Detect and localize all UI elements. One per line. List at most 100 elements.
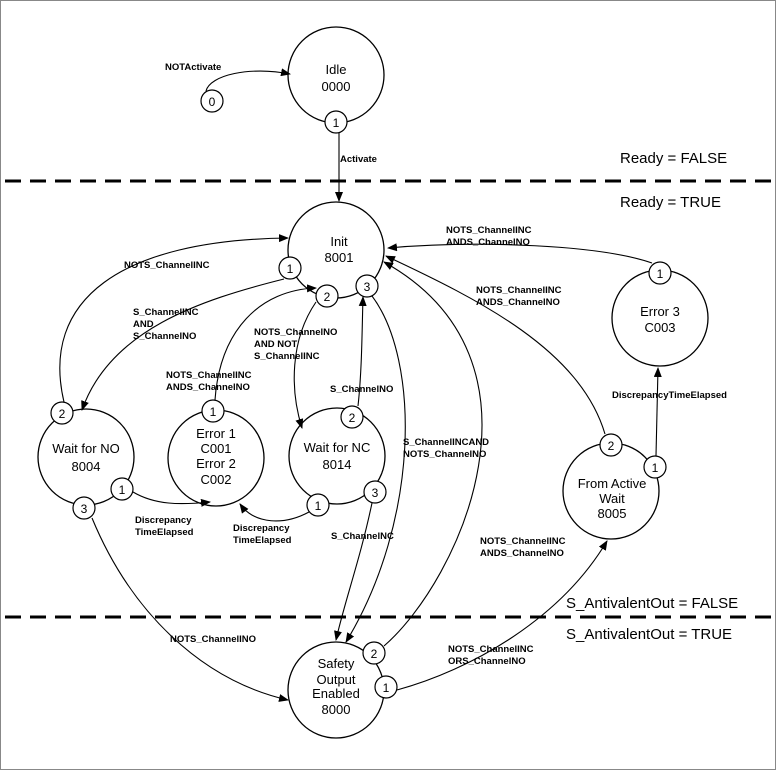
label-and: AND	[133, 319, 154, 330]
state-idle-name: Idle	[326, 62, 347, 77]
port-init-1: 1	[278, 256, 302, 280]
label-s-channelno: S_ChannelNO	[133, 331, 196, 342]
antivalent-false-label: S_AntivalentOut = FALSE	[566, 595, 738, 612]
state-wait-for-no-name: Wait for NO	[52, 441, 119, 456]
arrow-waitno-to-init	[59, 234, 289, 403]
state-error2-code: C002	[200, 472, 231, 487]
port-waitnc-1: 1	[306, 493, 330, 517]
label-nots-channelinc-error: NOTS_ChannelINC	[166, 370, 252, 381]
label-discrepancy-time-elapsed: DiscrepancyTimeElapsed	[612, 390, 727, 401]
state-safety-code: 8000	[322, 702, 351, 717]
arrow-waitnc-to-init	[357, 296, 367, 407]
state-init: Init 8001	[287, 201, 385, 299]
port-waitno-2-number: 2	[59, 407, 66, 421]
state-safety-line3: Enabled	[312, 686, 360, 701]
state-error1-name: Error 1	[196, 426, 236, 441]
label-s-channelnc: S_ChannelINC	[254, 351, 320, 362]
port-waitnc-3-number: 3	[372, 486, 379, 500]
label-ands-channelno-error: ANDS_ChannelNO	[166, 382, 250, 393]
port-fromactive-1-number: 1	[652, 461, 659, 475]
label-nots-channelino: NOTS_ChannelINO	[170, 634, 256, 645]
port-init-2-number: 2	[324, 290, 331, 304]
state-idle: Idle 0000	[287, 26, 385, 124]
port-waitno-3: 3	[72, 496, 96, 520]
arrow-init-to-waitnc	[293, 301, 317, 429]
state-from-active-line2: Wait	[599, 491, 625, 506]
port-fromactive-2-number: 2	[608, 439, 615, 453]
label-ors-channelno: ORS_ChannelNO	[448, 656, 526, 667]
state-from-active-code: 8005	[598, 506, 627, 521]
ready-true-label: Ready = TRUE	[620, 194, 721, 211]
port-init-3: 3	[355, 274, 379, 298]
state-safety-output-enabled: Safety Output Enabled 8000	[287, 641, 385, 739]
port-safety-2-number: 2	[371, 647, 378, 661]
label-mid-nots: NOTS_ChannelINC	[476, 285, 562, 296]
state-init-name: Init	[330, 234, 348, 249]
port-start: 0	[200, 89, 224, 113]
label-nots-channelno-2: NOTS_ChannelNO	[403, 449, 486, 460]
port-init-1-number: 1	[287, 262, 294, 276]
label-s-channelinc-and: S_ChannelINCAND	[403, 437, 489, 448]
port-safety-1-number: 1	[383, 681, 390, 695]
label-low-nots: NOTS_ChannelINC	[480, 536, 566, 547]
port-error3-1-number: 1	[657, 267, 664, 281]
port-error3-1: 1	[648, 261, 672, 285]
state-error3-name: Error 3	[640, 304, 680, 319]
port-waitnc-2-number: 2	[349, 411, 356, 425]
arrow-error3-to-init	[387, 243, 653, 264]
label-discrepancy-2: Discrepancy	[233, 523, 290, 534]
port-waitno-3-number: 3	[81, 502, 88, 516]
state-wait-for-nc: Wait for NC 8014	[288, 407, 386, 505]
label-nots-channelinc-left: NOTS_ChannelINC	[124, 260, 210, 271]
label-s-channelinc: S_ChannelINC	[133, 307, 199, 318]
label-s-channelno-waitnc: S_ChannelNO	[330, 384, 393, 395]
state-error-3: Error 3 C003	[611, 269, 709, 367]
port-safety-2: 2	[362, 641, 386, 665]
ready-false-label: Ready = FALSE	[620, 150, 727, 167]
arrow-error-to-init	[214, 284, 317, 401]
label-notactivate: NOTActivate	[165, 62, 221, 73]
arrow-fromactive-to-error3	[653, 367, 662, 457]
state-error1-code: C001	[200, 441, 231, 456]
label-s-channelnc-2: S_ChannelNC	[331, 531, 394, 542]
state-error-1-2: Error 1 C001 Error 2 C002	[167, 409, 265, 507]
port-safety-1: 1	[374, 675, 398, 699]
port-idle-1: 1	[324, 110, 348, 134]
state-safety-line1: Safety	[318, 656, 355, 671]
port-error12-1: 1	[201, 399, 225, 423]
arrow-init-to-safety	[345, 295, 406, 643]
port-start-number: 0	[209, 95, 216, 109]
label-ors-nots: NOTS_ChannelINC	[448, 644, 534, 655]
label-discrepancy-1: Discrepancy	[135, 515, 192, 526]
arrow-start-to-idle	[205, 68, 291, 92]
port-init-2: 2	[315, 284, 339, 308]
label-time-elapsed-2: TimeElapsed	[233, 535, 292, 546]
state-error3-code: C003	[644, 320, 675, 335]
state-wait-for-nc-code: 8014	[323, 457, 352, 472]
label-low-ands: ANDS_ChannelNO	[480, 548, 564, 559]
arrow-waitnc-to-safety	[334, 502, 373, 641]
port-fromactive-1: 1	[643, 455, 667, 479]
state-init-code: 8001	[325, 250, 354, 265]
port-waitno-1: 1	[110, 477, 134, 501]
port-init-3-number: 3	[364, 280, 371, 294]
port-waitnc-2: 2	[340, 405, 364, 429]
arrow-safety-to-init	[383, 261, 483, 647]
arrow-waitnc-to-error	[239, 503, 310, 522]
arrow-waitno-to-safety	[91, 517, 289, 702]
port-waitnc-1-number: 1	[315, 499, 322, 513]
label-top-ands: ANDS_ChannelNO	[446, 237, 530, 248]
state-from-active-line1: From Active	[578, 476, 647, 491]
state-wait-for-no-code: 8004	[72, 459, 101, 474]
port-fromactive-2: 2	[599, 433, 623, 457]
state-error2-name: Error 2	[196, 456, 236, 471]
port-waitnc-3: 3	[363, 480, 387, 504]
label-activate: Activate	[340, 154, 377, 165]
arrow-fromactive-to-init	[385, 255, 606, 435]
state-safety-line2: Output	[316, 672, 355, 687]
label-mid-ands: ANDS_ChannelNO	[476, 297, 560, 308]
state-from-active-wait: From Active Wait 8005	[562, 442, 660, 540]
arrow-safety-to-fromactive	[396, 540, 608, 691]
